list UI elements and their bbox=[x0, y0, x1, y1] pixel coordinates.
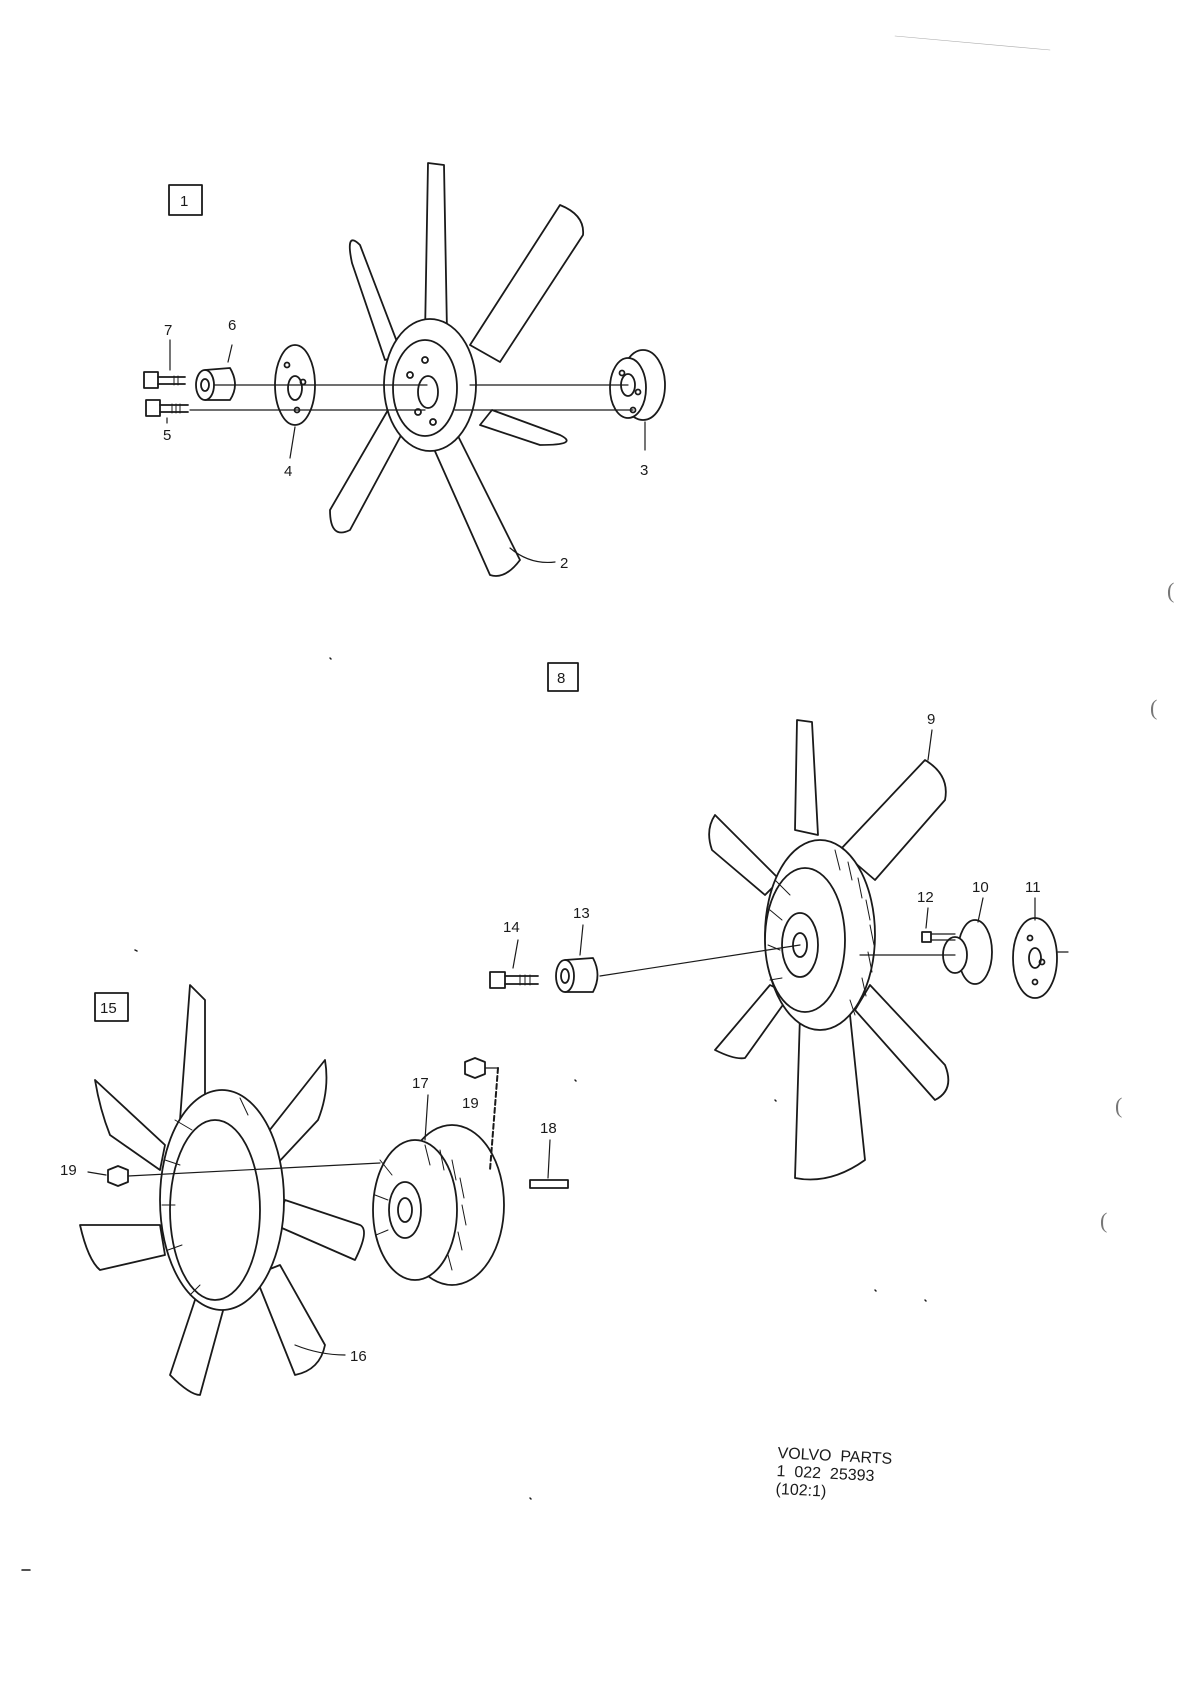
callout-5: 5 bbox=[163, 427, 171, 444]
group-box-15 bbox=[94, 992, 129, 1022]
callout-16: 16 bbox=[350, 1348, 367, 1365]
fan-blade bbox=[794, 719, 819, 836]
callout-18: 18 bbox=[540, 1120, 557, 1137]
callout-12: 12 bbox=[917, 889, 934, 906]
fan-blade bbox=[429, 429, 521, 577]
part-14-bolt bbox=[489, 971, 506, 989]
fan-blade bbox=[794, 1014, 866, 1181]
fan-blade bbox=[854, 984, 950, 1101]
group-box-1 bbox=[168, 184, 203, 216]
callout-4: 4 bbox=[284, 463, 292, 480]
group-number-1: 1 bbox=[180, 193, 188, 210]
callout-11: 11 bbox=[1025, 879, 1041, 896]
margin-mark: ( bbox=[1115, 1093, 1123, 1118]
fan-blade bbox=[469, 204, 584, 363]
fan-blade bbox=[708, 814, 781, 896]
fan-blade bbox=[329, 409, 406, 534]
fan-blade bbox=[424, 162, 448, 336]
part-19-nut bbox=[107, 1165, 129, 1187]
fan-blade bbox=[479, 409, 568, 446]
fan-blade bbox=[94, 1079, 166, 1171]
callout-14: 14 bbox=[503, 919, 520, 936]
part-7-bolt bbox=[143, 371, 159, 389]
callout-13: 13 bbox=[573, 905, 590, 922]
group-box-8 bbox=[547, 662, 579, 692]
callout-19-left: 19 bbox=[60, 1162, 77, 1179]
margin-mark: ( bbox=[1167, 578, 1175, 603]
part-5-bolt bbox=[145, 399, 161, 417]
part-11-plate bbox=[1012, 917, 1058, 999]
callout-7: 7 bbox=[164, 322, 172, 339]
fan-blade bbox=[714, 984, 791, 1060]
group-number-8: 8 bbox=[557, 670, 565, 687]
part-12-screw bbox=[921, 931, 932, 943]
group-number-15: 15 bbox=[100, 1000, 117, 1017]
callout-9: 9 bbox=[927, 711, 935, 728]
part-19-nut bbox=[464, 1057, 486, 1079]
callout-10: 10 bbox=[972, 879, 989, 896]
margin-mark: ( bbox=[1150, 695, 1158, 720]
fan-assembly-15 bbox=[79, 984, 569, 1396]
callout-3: 3 bbox=[640, 462, 648, 479]
margin-mark: ( bbox=[1100, 1208, 1108, 1233]
fan-blade bbox=[79, 1224, 166, 1271]
fan-blade bbox=[254, 1264, 326, 1376]
callout-2: 2 bbox=[560, 555, 568, 572]
fan-assembly-8 bbox=[489, 662, 1069, 1181]
fan-blade bbox=[348, 239, 403, 361]
fan-blade bbox=[274, 1199, 365, 1261]
fan-blade bbox=[839, 759, 947, 881]
fan-assembly-1 bbox=[143, 162, 666, 577]
fan-hub-inner bbox=[392, 339, 458, 437]
fan-hub-bore bbox=[417, 375, 439, 409]
scan-specks bbox=[21, 35, 1051, 1571]
callout-17: 17 bbox=[412, 1075, 429, 1092]
callout-19-top: 19 bbox=[462, 1095, 479, 1112]
parts-reference: VOLVO PARTS 1 022 25393 (102:1) bbox=[775, 1445, 892, 1505]
part-18-stud bbox=[529, 1179, 569, 1189]
callout-6: 6 bbox=[228, 317, 236, 334]
